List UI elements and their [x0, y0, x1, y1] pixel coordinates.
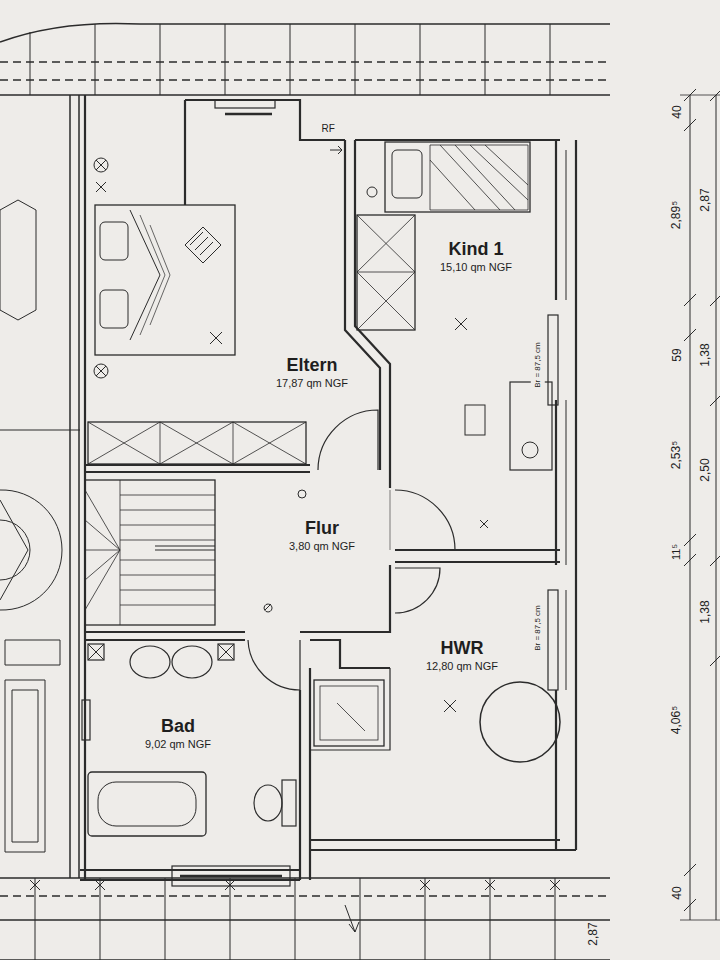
- dimension-text: Br = 87,5 cm: [531, 341, 545, 389]
- room-name: Kind 1: [440, 238, 512, 260]
- plan-note: RF: [321, 122, 336, 136]
- room-label: Kind 115,10 qm NGF: [440, 238, 512, 275]
- dimension-text: 1,38: [697, 599, 711, 624]
- dimension-text: 1,38: [697, 342, 711, 367]
- dimension-text: 4,06⁵: [669, 705, 683, 735]
- dimension-text: 2,87: [697, 187, 711, 212]
- dimension-text: 2,87: [585, 921, 599, 946]
- room-area-text: 12,80 qm NGF: [426, 659, 498, 674]
- room-area: Bad9,02 qm NGF: [80, 640, 300, 870]
- room-label: Bad9,02 qm NGF: [145, 715, 211, 752]
- room-area-text: 3,80 qm NGF: [289, 539, 355, 554]
- room-area-text: 17,87 qm NGF: [276, 376, 348, 391]
- dimension-text: 11⁵: [669, 543, 683, 561]
- dimension-text: 2,53⁵: [669, 440, 683, 470]
- room-name: Flur: [289, 517, 355, 539]
- room-area-text: 15,10 qm NGF: [440, 260, 512, 275]
- dimension-text: 2,50: [697, 457, 711, 482]
- dimension-text: 2,89⁵: [669, 200, 683, 230]
- room-label: HWR12,80 qm NGF: [426, 637, 498, 674]
- room-name: HWR: [426, 637, 498, 659]
- room-area-text: 9,02 qm NGF: [145, 737, 211, 752]
- dimension-text: 59: [669, 347, 683, 362]
- room-name: Bad: [145, 715, 211, 737]
- room-label: Eltern17,87 qm NGF: [276, 354, 348, 391]
- dimension-text: Br = 87,5 cm: [531, 604, 545, 652]
- room-name: Eltern: [276, 354, 348, 376]
- dimension-text: 40: [669, 104, 683, 119]
- dimension-text: 40: [669, 885, 683, 900]
- room-area: Flur3,80 qm NGF: [85, 472, 390, 632]
- room-label: Flur3,80 qm NGF: [289, 517, 355, 554]
- room-area: Eltern17,87 qm NGF: [85, 100, 385, 465]
